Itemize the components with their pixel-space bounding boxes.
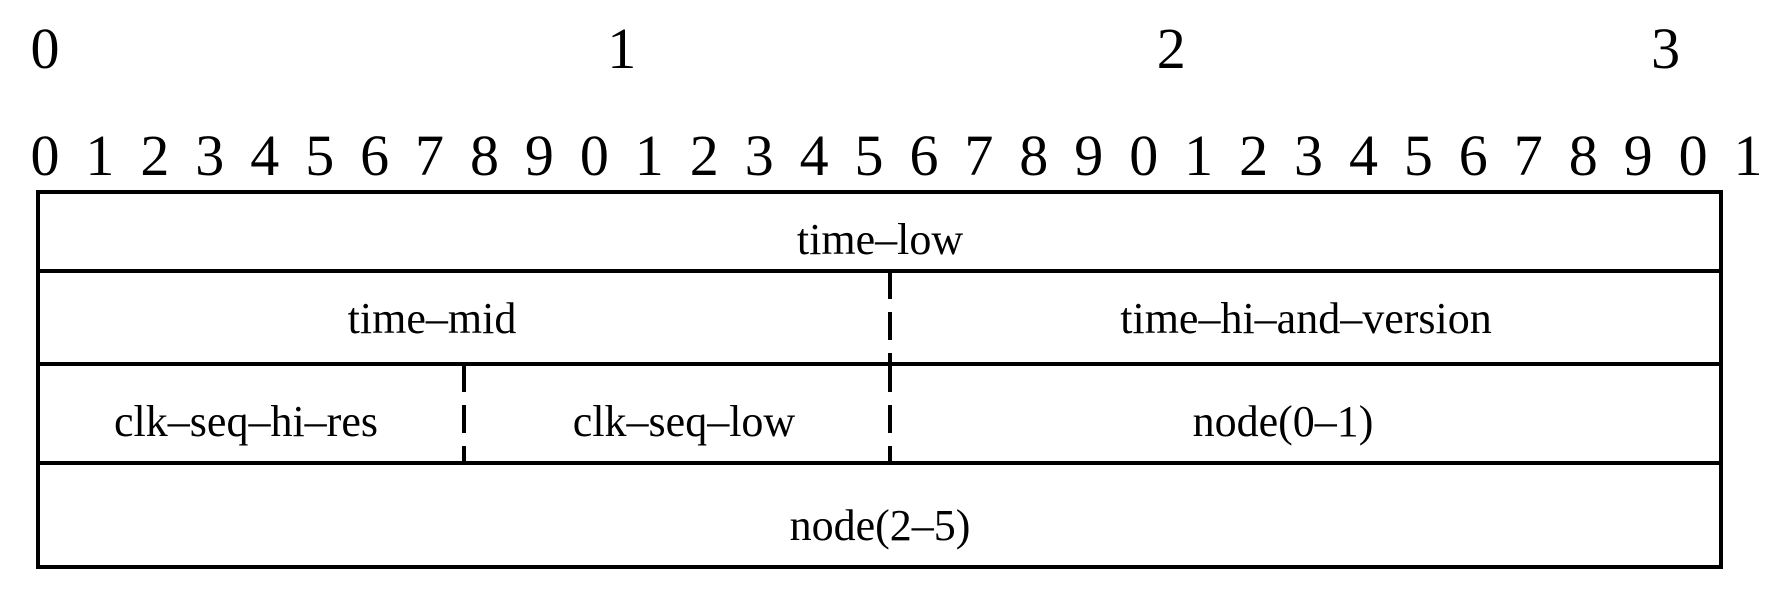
decade-digit: 2 — [1157, 16, 1186, 81]
bit-digit: 3 — [1294, 123, 1323, 188]
bit-digit: 0 — [31, 123, 60, 188]
decade-digit: 0 — [31, 16, 60, 81]
bit-digit: 6 — [360, 123, 389, 188]
bit-digit: 9 — [1074, 123, 1103, 188]
bit-digit: 6 — [910, 123, 939, 188]
ruler-decade-row: 0 1 2 3 — [31, 16, 1681, 81]
bit-digit: 3 — [195, 123, 224, 188]
field-time-hi-and-version: time–hi–and–version — [1120, 294, 1492, 343]
bit-digit: 3 — [745, 123, 774, 188]
bit-digit: 8 — [1569, 123, 1598, 188]
field-node-2-5: node(2–5) — [790, 501, 971, 550]
bit-digit: 7 — [415, 123, 444, 188]
bit-digit: 2 — [690, 123, 719, 188]
bit-digit: 2 — [1239, 123, 1268, 188]
decade-digit: 1 — [607, 16, 636, 81]
field-clk-seq-hi-res: clk–seq–hi–res — [114, 397, 378, 446]
bit-digit: 7 — [1514, 123, 1543, 188]
layout-frame — [36, 190, 1723, 569]
field-clk-seq-low: clk–seq–low — [573, 397, 796, 446]
bit-digit: 4 — [800, 123, 829, 188]
bit-digit: 4 — [1349, 123, 1378, 188]
field-time-low: time–low — [797, 215, 963, 264]
field-time-mid: time–mid — [348, 294, 517, 343]
bit-digit: 5 — [855, 123, 884, 188]
bit-digit: 1 — [1184, 123, 1213, 188]
bit-digit: 4 — [250, 123, 279, 188]
decade-digit: 3 — [1651, 16, 1680, 81]
bit-digit: 9 — [1624, 123, 1653, 188]
field-node-0-1: node(0–1) — [1193, 397, 1374, 446]
bit-digit: 0 — [580, 123, 609, 188]
bit-digit: 5 — [305, 123, 334, 188]
bit-digit: 8 — [470, 123, 499, 188]
bit-digit: 9 — [525, 123, 554, 188]
bit-digit: 7 — [964, 123, 993, 188]
bit-digit: 1 — [1734, 123, 1763, 188]
bit-digit: 1 — [635, 123, 664, 188]
bit-digit: 8 — [1019, 123, 1048, 188]
bit-digit: 6 — [1459, 123, 1488, 188]
bit-digit: 1 — [85, 123, 114, 188]
bit-digit: 5 — [1404, 123, 1433, 188]
bit-digit: 2 — [140, 123, 169, 188]
bit-digit: 0 — [1129, 123, 1158, 188]
bit-digit: 0 — [1679, 123, 1708, 188]
